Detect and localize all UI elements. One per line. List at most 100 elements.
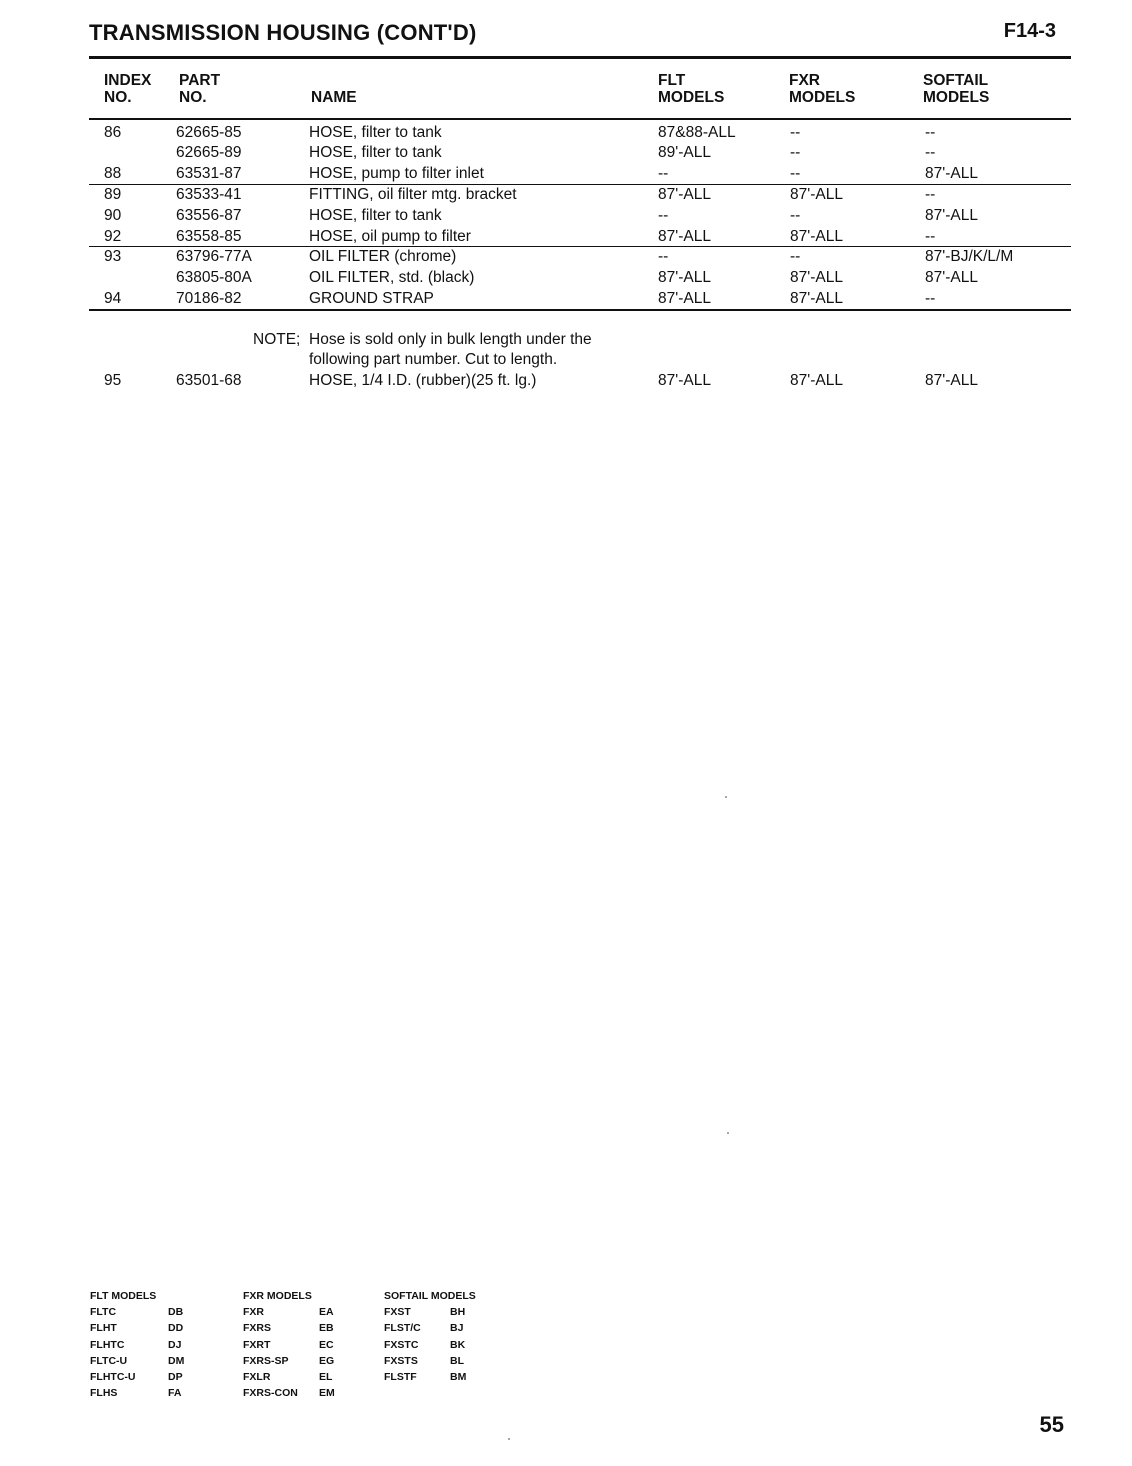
part-name-cell: HOSE, filter to tank (309, 144, 442, 161)
flt-models-cell: 87'-ALL (658, 269, 711, 286)
table-row: 94 70186-82 GROUND STRAP 87'-ALL 87'-ALL… (0, 290, 1132, 311)
model-code: BH (450, 1306, 466, 1319)
legend-softail-models: SOFTAIL MODELS FXST BH FLST/C BJ FXSTC BK F… (384, 1288, 514, 1385)
flt-models-cell: 87'-ALL (658, 186, 711, 203)
row-group-divider (89, 184, 1071, 185)
part-name-cell: HOSE, filter to tank (309, 124, 442, 141)
model-name: FXRT (243, 1338, 271, 1351)
column-header-softail-line2: MODELS (923, 89, 990, 106)
table-row: 63805-80A OIL FILTER, std. (black) 87'-A… (0, 269, 1132, 290)
fxr-models-cell: 87'-ALL (790, 186, 843, 203)
flt-models-cell: -- (658, 165, 669, 182)
legend-item: FLHTC-U DP (90, 1369, 210, 1385)
index-cell: 89 (104, 186, 122, 203)
table-row: 86 62665-85 HOSE, filter to tank 87&88-A… (0, 124, 1132, 145)
section-code: F14-3 (1003, 20, 1056, 42)
model-name: FLHT (90, 1322, 117, 1335)
legend-item: FXRS-SP EG (243, 1353, 363, 1369)
flt-models-cell: 87&88-ALL (658, 124, 736, 141)
softail-models-cell: -- (925, 186, 936, 203)
flt-models-cell: -- (658, 207, 669, 224)
fxr-models-cell: 87'-ALL (790, 269, 843, 286)
model-name: FLHTC-U (90, 1370, 136, 1383)
model-name: FLHTC (90, 1338, 125, 1351)
part-number-cell: 63556-87 (176, 207, 242, 224)
legend-item: FXSTS BL (384, 1353, 514, 1369)
column-header-fxr-line1: FXR (789, 72, 820, 89)
model-code: EG (319, 1354, 335, 1367)
table-row: 90 63556-87 HOSE, filter to tank -- -- 8… (0, 207, 1132, 228)
index-cell: 88 (104, 165, 122, 182)
column-header-index-line2: NO. (104, 89, 132, 106)
fxr-models-cell: -- (790, 248, 801, 265)
scan-speck (508, 1438, 510, 1440)
model-name: FXSTC (384, 1338, 419, 1351)
column-header-flt-line1: FLT (658, 72, 686, 89)
fxr-models-cell: -- (790, 124, 801, 141)
table-row: 62665-89 HOSE, filter to tank 89'-ALL --… (0, 144, 1132, 165)
flt-models-cell: 89'-ALL (658, 144, 711, 161)
table-row: 92 63558-85 HOSE, oil pump to filter 87'… (0, 228, 1132, 249)
model-code: BK (450, 1338, 466, 1351)
fxr-models-cell: 87'-ALL (790, 372, 843, 389)
index-cell: 94 (104, 290, 122, 307)
model-code: FA (168, 1387, 182, 1400)
model-name: FXR (243, 1306, 264, 1319)
model-code: DJ (168, 1338, 182, 1351)
column-header-fxr-line2: MODELS (789, 89, 856, 106)
part-name-cell: GROUND STRAP (309, 290, 434, 307)
column-header-flt: FLT MODELS (658, 72, 724, 106)
fxr-models-cell: 87'-ALL (790, 290, 843, 307)
column-header-part: PART NO. (179, 72, 220, 106)
bulk-hose-row: 95 63501-68 HOSE, 1/4 I.D. (rubber)(25 f… (0, 372, 1132, 393)
model-name: FXRS (243, 1322, 272, 1335)
softail-models-cell: 87'-ALL (925, 269, 978, 286)
table-bottom-rule (89, 309, 1071, 311)
column-header-flt-line2: MODELS (658, 89, 725, 106)
index-cell: 95 (104, 372, 122, 389)
scan-speck (727, 1132, 729, 1134)
flt-models-cell: 87'-ALL (658, 290, 711, 307)
model-name: FXSTS (384, 1354, 418, 1367)
legend-heading: SOFTAIL MODELS (384, 1290, 476, 1302)
note-label: NOTE; (253, 331, 301, 348)
column-header-fxr: FXR MODELS (789, 72, 855, 106)
model-code: BL (450, 1354, 464, 1367)
header-rule (89, 56, 1071, 59)
part-number-cell: 63796-77A (176, 248, 252, 265)
table-row: 93 63796-77A OIL FILTER (chrome) -- -- 8… (0, 248, 1132, 269)
index-cell: 92 (104, 228, 122, 245)
index-cell: 93 (104, 248, 122, 265)
softail-models-cell: -- (925, 144, 936, 161)
model-code: DP (168, 1370, 183, 1383)
model-name: FLST/C (384, 1322, 421, 1335)
index-cell: 90 (104, 207, 122, 224)
column-header-index-line1: INDEX (104, 72, 152, 89)
softail-models-cell: -- (925, 124, 936, 141)
column-header-softail-line1: SOFTAIL (923, 72, 989, 89)
model-name: FLTC (90, 1306, 117, 1319)
note-line-1: Hose is sold only in bulk length under t… (309, 331, 592, 348)
fxr-models-cell: -- (790, 144, 801, 161)
model-name: FXST (384, 1306, 411, 1319)
note-line-2: following part number. Cut to length. (309, 351, 558, 368)
model-code: BJ (450, 1322, 464, 1335)
legend-heading: FXR MODELS (243, 1290, 312, 1302)
part-number-cell: 63805-80A (176, 269, 252, 286)
page-title: TRANSMISSION HOUSING (CONT'D) (89, 20, 477, 45)
model-name: FXRS-SP (243, 1354, 289, 1367)
flt-models-cell: 87'-ALL (658, 372, 711, 389)
model-code: BM (450, 1370, 467, 1383)
part-name-cell: HOSE, oil pump to filter (309, 228, 471, 245)
part-name-cell: HOSE, filter to tank (309, 207, 442, 224)
part-number-cell: 70186-82 (176, 290, 242, 307)
flt-models-cell: 87'-ALL (658, 228, 711, 245)
part-name-cell: HOSE, pump to filter inlet (309, 165, 484, 182)
